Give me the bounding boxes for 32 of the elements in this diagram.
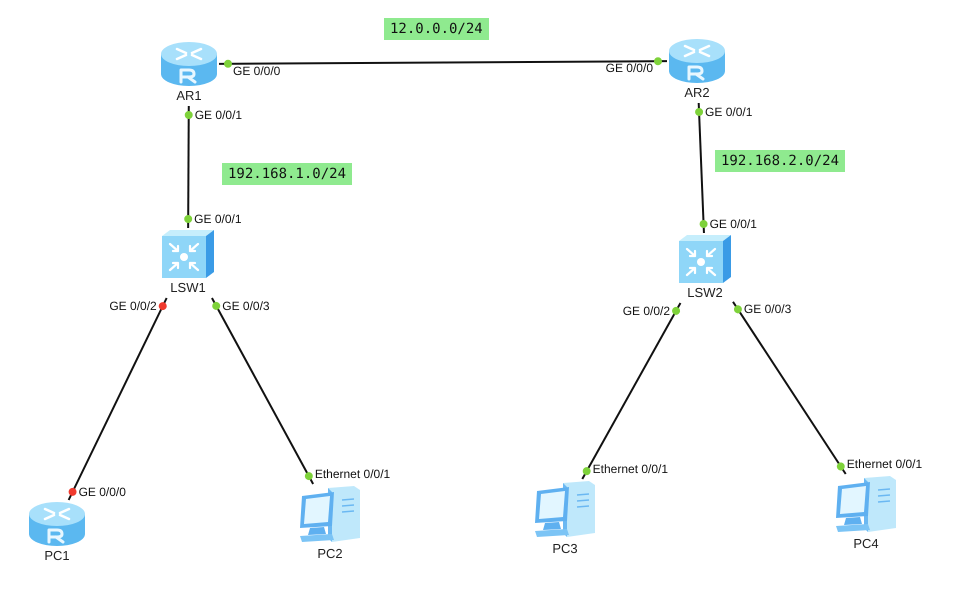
device-name: AR1 — [176, 88, 202, 104]
port-label: GE 0/0/1 — [710, 217, 757, 231]
port-label: GE 0/0/0 — [232, 64, 280, 78]
device-name: PC3 — [552, 541, 578, 557]
port-label: GE 0/0/1 — [194, 212, 242, 226]
network-link — [68, 298, 168, 500]
network-link — [219, 57, 667, 68]
port-label: Ethernet 0/0/1 — [314, 467, 390, 482]
network-link — [732, 301, 847, 475]
port-label: GE 0/0/0 — [78, 484, 126, 499]
network-link — [184, 106, 193, 228]
port-label: GE 0/0/3 — [744, 302, 792, 316]
device-name: LSW2 — [687, 285, 723, 301]
device-name: LSW1 — [170, 280, 206, 296]
network-link — [211, 298, 314, 484]
port-label: GE 0/0/2 — [622, 304, 670, 318]
port-label: GE 0/0/1 — [705, 104, 752, 119]
port-label: Ethernet 0/0/1 — [592, 462, 668, 476]
port-label: GE 0/0/0 — [606, 61, 653, 76]
device-name: AR2 — [684, 85, 710, 101]
port-label: GE 0/0/3 — [222, 298, 270, 313]
subnet-label: 12.0.0.0/24 — [384, 18, 489, 40]
subnet-label: 192.168.2.0/24 — [715, 150, 846, 172]
subnet-label: 192.168.1.0/24 — [222, 163, 352, 185]
port-label: GE 0/0/2 — [109, 299, 157, 314]
device-name: PC2 — [317, 546, 343, 562]
port-label: Ethernet 0/0/1 — [846, 457, 922, 472]
network-link — [581, 302, 682, 480]
port-label: GE 0/0/1 — [194, 108, 242, 122]
network-link — [695, 102, 708, 234]
device-name: PC1 — [44, 548, 70, 564]
device-name: PC4 — [853, 536, 879, 552]
